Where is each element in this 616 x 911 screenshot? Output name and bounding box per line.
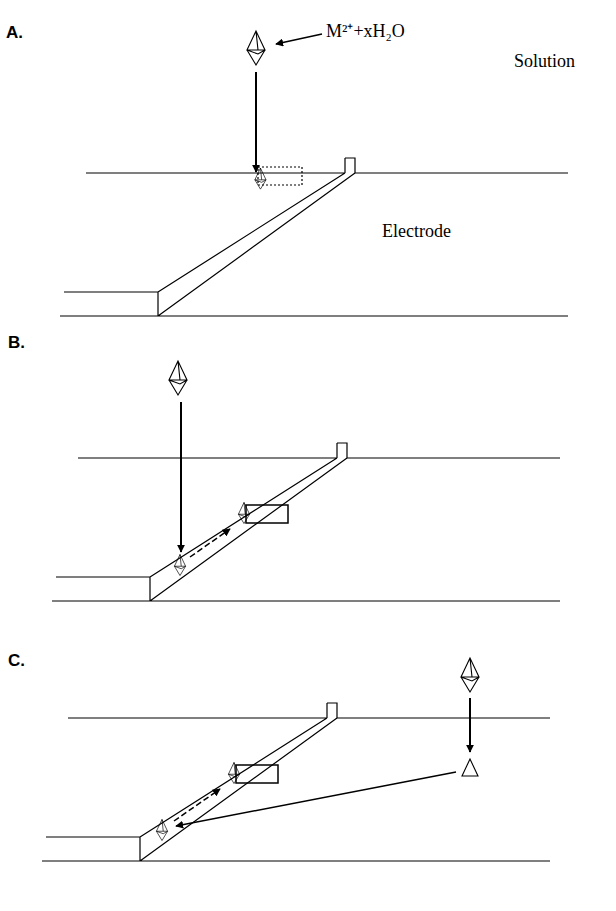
panel-b-drawing: [52, 443, 560, 601]
label-arrow: [276, 34, 322, 44]
electrode-step: [52, 443, 560, 601]
deposition-arrow: [255, 72, 257, 172]
transport-arrow: [176, 772, 456, 826]
electrode-step: [42, 703, 550, 861]
panel-letter: B.: [8, 334, 25, 353]
kink-site: [236, 765, 278, 783]
adsorbed-ion: [156, 819, 167, 840]
partially-dehydrated-ion: [462, 759, 478, 776]
hydrated-ion: [247, 31, 265, 65]
hydrated-ion: [169, 361, 187, 395]
dehydration-arrow: [469, 698, 471, 752]
region-label: Solution: [514, 52, 575, 72]
species-label: M²⁺+xH₂O: [326, 22, 405, 42]
surface-diffusion-arrow: [190, 529, 230, 557]
adsorbed-ion: [228, 762, 239, 783]
panel-a-drawing: [60, 31, 568, 316]
kink-site: [246, 505, 288, 523]
hydrated-ion: [461, 658, 479, 692]
deposition-arrow: [180, 402, 182, 552]
panel-letter: C.: [8, 652, 25, 671]
adsorbed-ion: [238, 502, 249, 523]
panel-letter: A.: [6, 24, 23, 43]
adsorbed-ion: [174, 554, 185, 575]
surface-diffusion-arrow: [174, 789, 220, 821]
adsorbed-ion: [255, 168, 266, 189]
panel-c-drawing: [42, 703, 550, 861]
region-label: Electrode: [382, 222, 451, 242]
electrode-step: [60, 158, 568, 316]
